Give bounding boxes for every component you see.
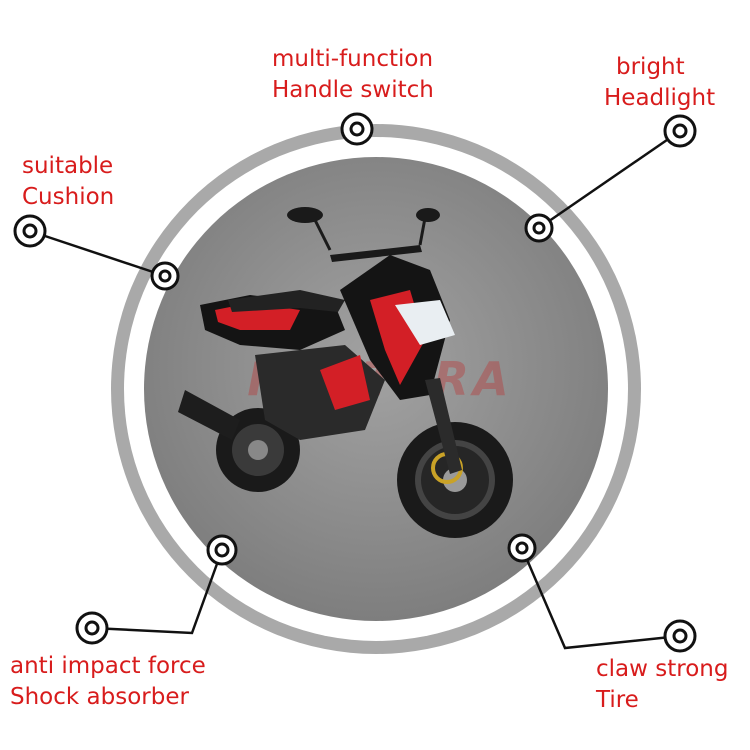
leader-tire (520, 547, 681, 650)
marker-cushion-outer (13, 214, 47, 248)
callout-handle-switch-line2: Handle switch (272, 77, 434, 103)
motorcycle-image (178, 207, 513, 538)
marker-headlight-inner (524, 213, 554, 243)
marker-headlight-outer (663, 114, 697, 148)
callout-headlight: bright Headlight (604, 52, 715, 114)
callout-shock-absorber-line2: Shock absorber (10, 684, 189, 710)
marker-handle-switch (340, 112, 374, 146)
callout-cushion: suitable Cushion (22, 151, 114, 213)
leader-headlight (538, 129, 681, 230)
callout-cushion-line1: suitable (22, 153, 114, 179)
callout-cushion-line2: Cushion (22, 184, 115, 210)
marker-shock-inner (206, 534, 238, 566)
leader-cushion (29, 229, 166, 278)
leader-shock (91, 549, 224, 635)
marker-shock-outer (75, 611, 109, 645)
marker-tire-inner (507, 533, 537, 563)
callout-tire-line2: Tire (596, 687, 639, 713)
callout-shock-absorber: anti impact force Shock absorber (10, 651, 206, 713)
marker-tire-outer (663, 619, 697, 653)
callout-shock-absorber-line1: anti impact force (10, 653, 206, 679)
callout-tire: claw strong Tire (596, 654, 728, 716)
callout-handle-switch-line1: multi-function (272, 46, 434, 72)
callout-headlight-line1: bright (616, 54, 685, 80)
callout-handle-switch: multi-function Handle switch (272, 44, 434, 106)
callout-tire-line1: claw strong (596, 656, 729, 682)
marker-cushion-inner (150, 261, 180, 291)
callout-headlight-line2: Headlight (604, 85, 716, 111)
